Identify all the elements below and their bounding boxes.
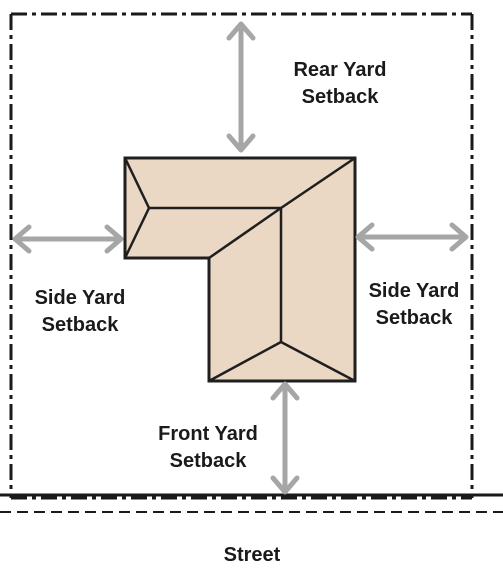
- lot-boundary: [9, 12, 474, 500]
- left-side-yard-setback-label: Side Yard Setback: [22, 285, 138, 339]
- rear-yard-setback-label: Rear Yard Setback: [282, 57, 398, 111]
- roof-outline: [123, 156, 357, 383]
- right-label-line2: Setback: [375, 307, 453, 329]
- rear-label-line1: Rear Yard: [293, 59, 387, 81]
- left-label-line2: Setback: [41, 314, 119, 336]
- front-label-line2: Setback: [169, 450, 247, 472]
- arrow-left-side-setback: [12, 224, 124, 254]
- arrow-rear-setback: [226, 21, 256, 153]
- roof-valley: [208, 206, 282, 260]
- roof-hip-3: [280, 156, 356, 210]
- rear-label-line2: Setback: [301, 86, 379, 108]
- left-label-line1: Side Yard: [34, 287, 126, 309]
- front-yard-setback-label: Front Yard Setback: [150, 421, 266, 475]
- street-label: Street: [223, 544, 281, 566]
- house-roof: [123, 156, 357, 383]
- street-edge: [0, 493, 503, 513]
- arrow-right-side-setback: [355, 222, 469, 252]
- right-label-line1: Side Yard: [368, 280, 460, 302]
- roof-hip-2: [123, 207, 151, 259]
- roof-hip-1: [123, 157, 151, 209]
- arrow-front-setback: [270, 381, 300, 495]
- roof-hip-5: [280, 340, 356, 383]
- right-side-yard-setback-label: Side Yard Setback: [356, 278, 472, 332]
- front-label-line1: Front Yard: [158, 423, 258, 445]
- roof-hip-4: [208, 340, 282, 383]
